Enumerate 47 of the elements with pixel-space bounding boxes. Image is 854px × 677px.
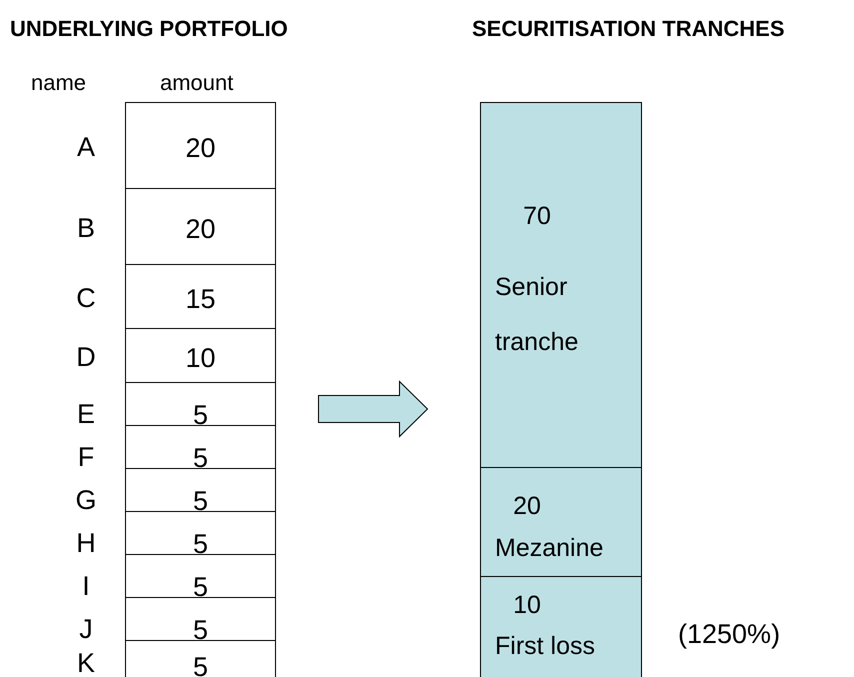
row-name: I bbox=[81, 573, 91, 600]
amount-cell bbox=[125, 511, 276, 555]
amount-cell bbox=[125, 554, 276, 598]
amount-value: 5 bbox=[192, 654, 210, 677]
amount-cell bbox=[125, 382, 276, 426]
row-name: G bbox=[74, 487, 98, 514]
tranche-amount: 10 bbox=[512, 593, 542, 618]
amount-value: 5 bbox=[192, 617, 210, 644]
amount-value: 5 bbox=[192, 574, 210, 601]
row-name: F bbox=[76, 444, 96, 471]
amount-cell bbox=[125, 188, 276, 265]
amount-value: 10 bbox=[184, 345, 217, 372]
amount-value: 5 bbox=[192, 445, 210, 472]
amount-value: 20 bbox=[184, 216, 217, 243]
row-name: B bbox=[76, 215, 96, 242]
tranche-amount: 70 bbox=[522, 204, 552, 229]
amount-value: 15 bbox=[184, 286, 217, 313]
heading: UNDERLYING PORTFOLIO bbox=[10, 18, 288, 40]
row-name: D bbox=[75, 344, 97, 371]
tranche-name: First loss bbox=[495, 634, 595, 659]
percentage-note: (1250%) bbox=[678, 621, 780, 648]
amount-cell bbox=[125, 102, 276, 189]
row-name: E bbox=[76, 401, 96, 428]
tranche-name: Senior tranche bbox=[495, 272, 580, 358]
amount-value: 5 bbox=[192, 531, 210, 558]
row-name: H bbox=[75, 530, 97, 557]
amount-value: 5 bbox=[192, 402, 210, 429]
amount-cell bbox=[125, 597, 276, 641]
tranche-amount: 20 bbox=[512, 494, 542, 519]
heading: SECURITISATION TRANCHES bbox=[472, 18, 784, 40]
tranche-box bbox=[480, 467, 642, 577]
amount-cell bbox=[125, 640, 276, 677]
row-name: A bbox=[76, 134, 96, 161]
row-name: C bbox=[75, 285, 97, 312]
row-name: K bbox=[76, 650, 96, 677]
row-name: J bbox=[78, 616, 94, 643]
amount-cell bbox=[125, 328, 276, 383]
amount-value: 5 bbox=[192, 488, 210, 515]
amount-cell bbox=[125, 264, 276, 329]
tranche-box bbox=[480, 102, 642, 468]
amount-cell bbox=[125, 425, 276, 469]
tranche-box bbox=[480, 576, 642, 677]
column-header: amount bbox=[160, 72, 234, 94]
amount-value: 20 bbox=[184, 135, 217, 162]
amount-cell bbox=[125, 468, 276, 512]
column-header: name bbox=[31, 72, 86, 94]
tranche-name: Mezanine bbox=[495, 536, 604, 561]
